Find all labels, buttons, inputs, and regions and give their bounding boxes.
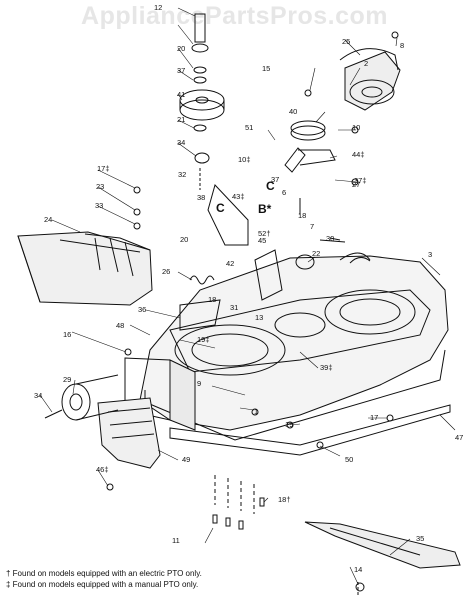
callout: 19	[285, 420, 293, 429]
callout: 12	[154, 3, 162, 12]
callout: 18†	[278, 495, 291, 504]
right-pulley	[284, 48, 401, 173]
callout: 37	[177, 66, 185, 75]
callout: 18	[298, 211, 306, 220]
callout: 26	[162, 267, 170, 276]
callout: 30	[326, 234, 334, 243]
callout: 47	[455, 433, 463, 442]
callout: 31	[230, 303, 238, 312]
callout: 45	[258, 236, 266, 245]
callout: 49	[182, 455, 190, 464]
callout: 46‡	[96, 465, 109, 474]
callout: 48	[116, 321, 124, 330]
callout: 9	[197, 379, 201, 388]
callout: 1	[254, 407, 258, 416]
callout: 37‡	[354, 176, 367, 185]
callout: 34	[34, 391, 42, 400]
callout: 50	[345, 455, 353, 464]
spindle-pulley-stack	[179, 13, 249, 246]
callout: 29	[63, 375, 71, 384]
callout: 21	[177, 115, 185, 124]
callout: 17‡	[97, 164, 110, 173]
front-baffle	[124, 357, 451, 456]
callout: 18	[208, 295, 216, 304]
callout: 3	[428, 250, 432, 259]
callout: 13	[255, 313, 263, 322]
callout: 27	[352, 180, 360, 189]
callout: 10	[352, 123, 360, 132]
watermark: AppliancePartsPros.com	[81, 2, 388, 30]
callout: 15	[262, 64, 270, 73]
view-letter-c2: C	[266, 179, 275, 193]
callout: 11	[172, 536, 180, 545]
callout: 2	[364, 59, 368, 68]
callout: 20	[180, 235, 188, 244]
footnote-manual-pto: ‡ Found on models equipped with a manual…	[6, 580, 199, 589]
callout: 25	[342, 37, 350, 46]
callout: 17	[370, 413, 378, 422]
callout: 44‡	[352, 150, 365, 159]
callout: 33	[95, 201, 103, 210]
gauge-wheel	[44, 374, 119, 421]
callout: 38	[197, 193, 205, 202]
callout: 35	[416, 534, 424, 543]
mower-blade	[304, 521, 461, 595]
callout: 14	[354, 565, 362, 574]
callout: 51	[245, 123, 253, 132]
callout: 36	[138, 305, 146, 314]
callout: 41	[177, 90, 185, 99]
view-letter-b: B*	[258, 202, 272, 216]
callout: 40	[289, 107, 297, 116]
callout: 23	[96, 182, 104, 191]
footnote-electric-pto: † Found on models equipped with an elect…	[6, 569, 202, 578]
callout: 22	[312, 249, 320, 258]
callout: 24	[44, 215, 52, 224]
callout: 20	[177, 44, 185, 53]
callout: 19‡	[197, 335, 210, 344]
mulch-cover	[97, 397, 161, 469]
callout: 37	[271, 175, 279, 184]
callout: 16	[63, 330, 71, 339]
callout: 7	[310, 222, 314, 231]
callout: 32	[178, 170, 186, 179]
callout: 10‡	[238, 155, 251, 164]
callout: 6	[282, 188, 286, 197]
callout: 52†	[258, 229, 271, 238]
lower-hardware	[212, 475, 265, 530]
discharge-chute	[17, 231, 153, 306]
idler-arm	[179, 239, 346, 331]
callout: 43‡	[232, 192, 245, 201]
callout: 34	[177, 138, 185, 147]
footnotes: † Found on models equipped with an elect…	[6, 568, 202, 590]
callout: 42	[226, 259, 234, 268]
callout: 8	[400, 41, 404, 50]
leader-lines	[39, 7, 456, 585]
view-letter-c1: C	[216, 201, 225, 215]
callout: 39‡	[320, 363, 333, 372]
